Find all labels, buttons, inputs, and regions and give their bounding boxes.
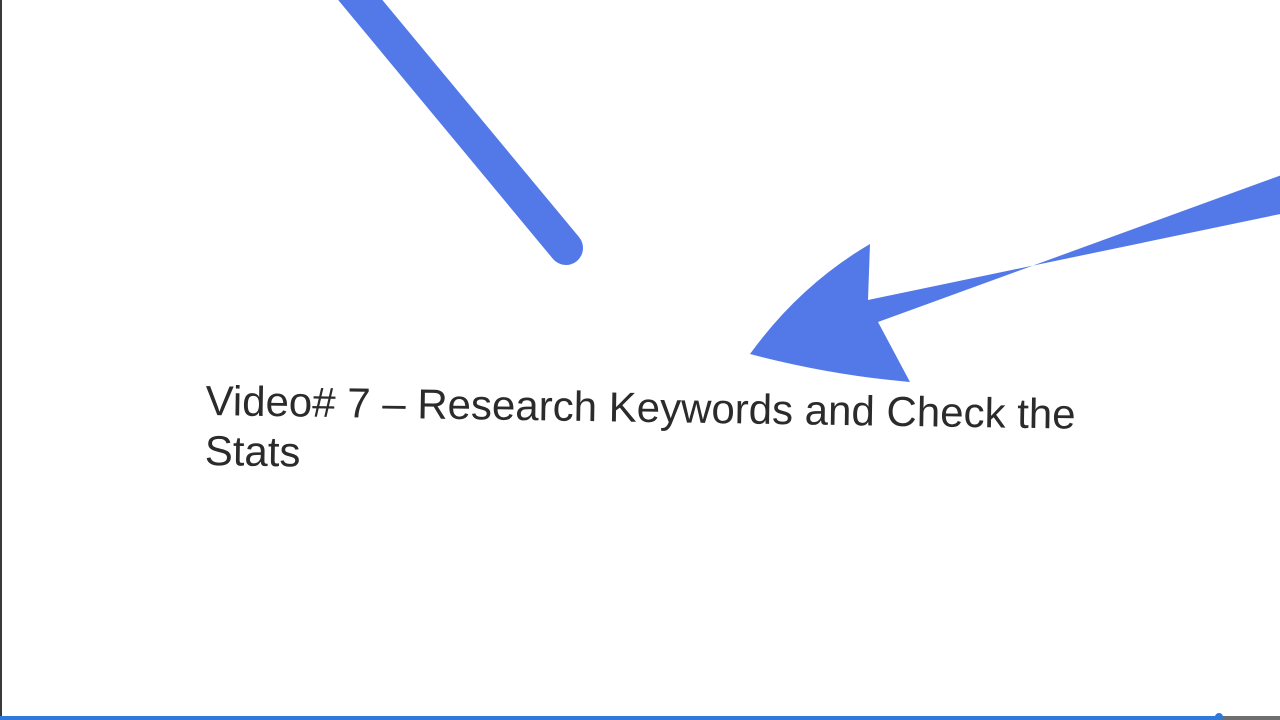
arrow-shape [750,175,1280,382]
frame-left-border [0,0,2,716]
video-progress-handle[interactable] [1214,713,1223,720]
slide-title: Video# 7 – Research Keywords and Check t… [204,376,1076,476]
video-progress-bar[interactable] [0,713,1280,720]
video-progress-fill [0,716,1219,720]
arrow-line-shape [338,0,583,265]
